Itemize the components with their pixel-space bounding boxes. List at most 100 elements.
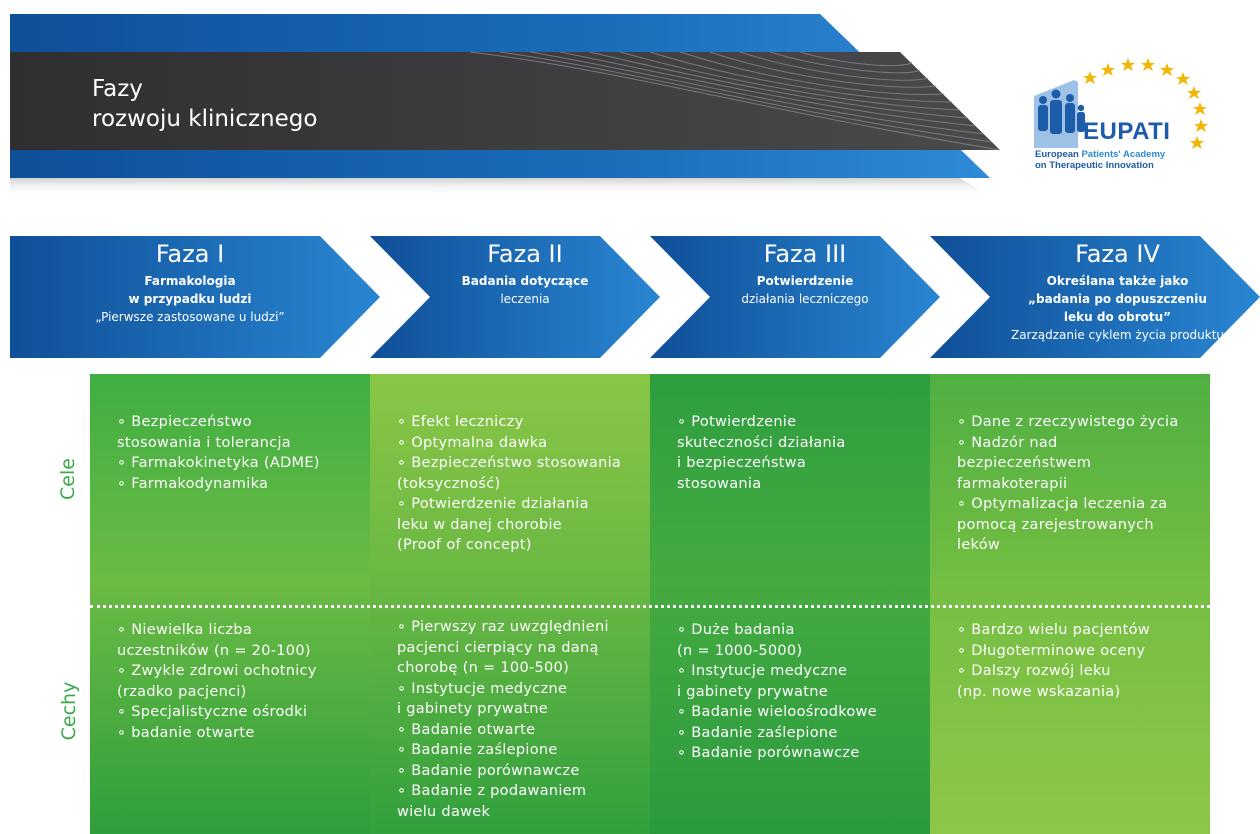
cell-line: ∘ Badanie zaślepione	[677, 724, 838, 741]
cell-line: (toksyczność)	[397, 475, 501, 492]
cell-line: ∘ Badanie wieloośrodkowe	[677, 704, 877, 720]
logo-subtitle: European Patients' Academy on Therapeuti…	[1035, 149, 1165, 171]
grid-column-1	[90, 374, 370, 834]
cell-line: ∘ Optymalizacja leczenia za	[957, 496, 1168, 512]
cell-line: ∘ Optymalna dawka	[397, 434, 548, 451]
cell-line: i gabinety prywatne	[397, 701, 548, 717]
grid-column-4	[930, 374, 1210, 834]
features-phase-2: ∘ Pierwszy raz uwzględnieni pacjenci cier…	[397, 617, 657, 822]
cell-line: ∘ Niewielka liczba	[117, 622, 253, 638]
cell-line: ∘ badanie otwarte	[117, 724, 255, 741]
cell-line: pomocą zarejestrowanych	[957, 516, 1154, 533]
cell-line: ∘ Efekt leczniczy	[397, 414, 524, 430]
header-banner	[0, 0, 1260, 200]
cell-line: stosowania i tolerancja	[117, 434, 291, 451]
phase-4-line-2: „badania po dopuszczeniu	[1028, 292, 1207, 306]
logo-sub-a: European	[1035, 149, 1082, 160]
logo-wordmark: EUPATI	[1083, 118, 1171, 145]
cell-line: ∘ Duże badania	[677, 622, 795, 638]
phase-2: Faza II Badania dotyczące leczenia	[400, 236, 650, 358]
cell-line: ∘ Specjalistyczne ośrodki	[117, 704, 308, 720]
cell-line: ∘ Nadzór nad	[957, 434, 1058, 451]
cell-line: ∘ Bezpieczeństwo stosowania	[397, 455, 622, 471]
goals-phase-1: ∘ Bezpieczeństwo stosowania i tolerancja ∘…	[117, 412, 367, 494]
phase-3-chevron	[650, 236, 940, 358]
page-title: Fazy rozwoju klinicznego	[92, 74, 317, 134]
cell-line: ∘ Badanie otwarte	[397, 721, 536, 738]
eupati-logo	[1030, 52, 1230, 182]
eupati-logo-graphic	[1034, 58, 1208, 149]
cell-line: ∘ Badanie z podawaniem	[397, 783, 587, 799]
phase-2-title: Faza II	[487, 240, 563, 268]
phase-4: Faza IV Określana także jako „badania po…	[975, 236, 1260, 358]
phase-3-line-1: Potwierdzenie	[756, 274, 854, 288]
logo-sub-line2: on Therapeutic Innovation	[1035, 160, 1154, 171]
cell-line: ∘ Badanie porównawcze	[397, 762, 580, 779]
phase-1-title: Faza I	[155, 240, 225, 268]
phase-4-title: Faza IV	[1075, 240, 1160, 268]
cell-line: ∘ Potwierdzenie	[677, 414, 797, 430]
cell-line: ∘ Instytucje medyczne	[677, 663, 848, 679]
cell-line: i gabinety prywatne	[677, 683, 828, 700]
phase-1-chevron	[10, 236, 380, 358]
cell-line: (rzadko pacjenci)	[117, 683, 247, 700]
phase-3: Faza III Potwierdzenie działania lecznic…	[680, 236, 930, 358]
cell-line: ∘ Długoterminowe oceny	[957, 642, 1146, 659]
grid-column-2	[370, 374, 650, 834]
title-line-2: rozwoju klinicznego	[92, 106, 318, 132]
phase-4-line-4: Zarządzanie cyklem życia produktu	[1010, 328, 1225, 342]
cell-line: stosowania	[677, 475, 762, 492]
row-label-features: Cechy	[58, 681, 80, 741]
cell-line: ∘ Dane z rzeczywistego życia	[957, 414, 1179, 430]
features-phase-4: ∘ Bardzo wielu pacjentów ∘ Długoterminowe…	[957, 620, 1207, 702]
row-label-goals: Cele	[57, 458, 79, 500]
grid-column-3	[650, 374, 930, 834]
cell-line: ∘ Bezpieczeństwo	[117, 414, 252, 430]
cell-line: uczestników (n = 20-100)	[117, 642, 311, 659]
goals-phase-2: ∘ Efekt leczniczy ∘ Optymalna dawka ∘ Bezp…	[397, 412, 657, 556]
cell-line: chorobę (n = 100-500)	[397, 660, 570, 676]
goals-phase-3: ∘ Potwierdzenie skuteczności działania i b…	[677, 412, 927, 494]
phase-1-line-2: w przypadku ludzi	[128, 292, 252, 306]
phase-1: Faza I Farmakologia w przypadku ludzi „P…	[10, 236, 370, 358]
phase-3-line-2: działania leczniczego	[741, 292, 869, 306]
cell-line: (n = 1000-5000)	[677, 642, 803, 659]
cell-line: ∘ Farmakodynamika	[117, 475, 269, 492]
phase-2-line-2: leczenia	[500, 292, 550, 306]
cell-line: ∘ Badanie porównawcze	[677, 745, 860, 761]
cell-line: skuteczności działania	[677, 434, 846, 451]
cell-line: ∘ Pierwszy raz uwzględnieni	[397, 619, 609, 635]
phase-1-line-1: Farmakologia	[144, 274, 236, 288]
cell-line: bezpieczeństwem	[957, 455, 1092, 471]
cell-line: wielu dawek	[397, 803, 491, 820]
phase-4-chevron	[930, 236, 1260, 358]
logo-sub-b: Patients' Academy	[1081, 149, 1166, 160]
cell-line: ∘ Farmakokinetyka (ADME)	[117, 455, 320, 471]
phase-2-line-1: Badania dotyczące	[461, 274, 589, 288]
cell-line: (Proof of concept)	[397, 537, 532, 553]
cell-line: ∘ Badanie zaślepione	[397, 742, 558, 758]
phase-4-line-3: leku do obrotu”	[1063, 310, 1172, 324]
cell-line: farmakoterapii	[957, 475, 1068, 492]
phase-grid	[90, 374, 1210, 834]
goals-phase-4: ∘ Dane z rzeczywistego życia ∘ Nadzór nad…	[957, 412, 1207, 556]
features-phase-3: ∘ Duże badania (n = 1000-5000) ∘ Instytucj…	[677, 620, 927, 764]
cell-line: ∘ Instytucje medyczne	[397, 680, 568, 697]
cell-line: ∘ Bardzo wielu pacjentów	[957, 622, 1150, 638]
phase-3-title: Faza III	[763, 240, 847, 268]
phase-1-line-3: „Pierwsze zastosowane u ludzi”	[95, 310, 285, 324]
cell-line: ∘ Zwykle zdrowi ochotnicy	[117, 663, 317, 679]
row-divider	[90, 605, 1210, 608]
title-line-1: Fazy	[92, 76, 143, 102]
phase-2-chevron	[370, 236, 660, 358]
features-phase-1: ∘ Niewielka liczba uczestników (n = 20-10…	[117, 620, 367, 743]
star-ring-icon	[1083, 58, 1208, 149]
cell-line: ∘ Dalszy rozwój leku	[957, 663, 1111, 679]
cell-line: pacjenci cierpiący na daną	[397, 639, 599, 656]
cell-line: ∘ Potwierdzenie działania	[397, 496, 589, 512]
cell-line: i bezpieczeństwa	[677, 455, 807, 471]
cell-line: (np. nowe wskazania)	[957, 683, 1121, 700]
cell-line: leków	[957, 537, 1001, 553]
phase-4-line-1: Określana także jako	[1046, 274, 1189, 288]
people-icon	[1038, 89, 1085, 134]
